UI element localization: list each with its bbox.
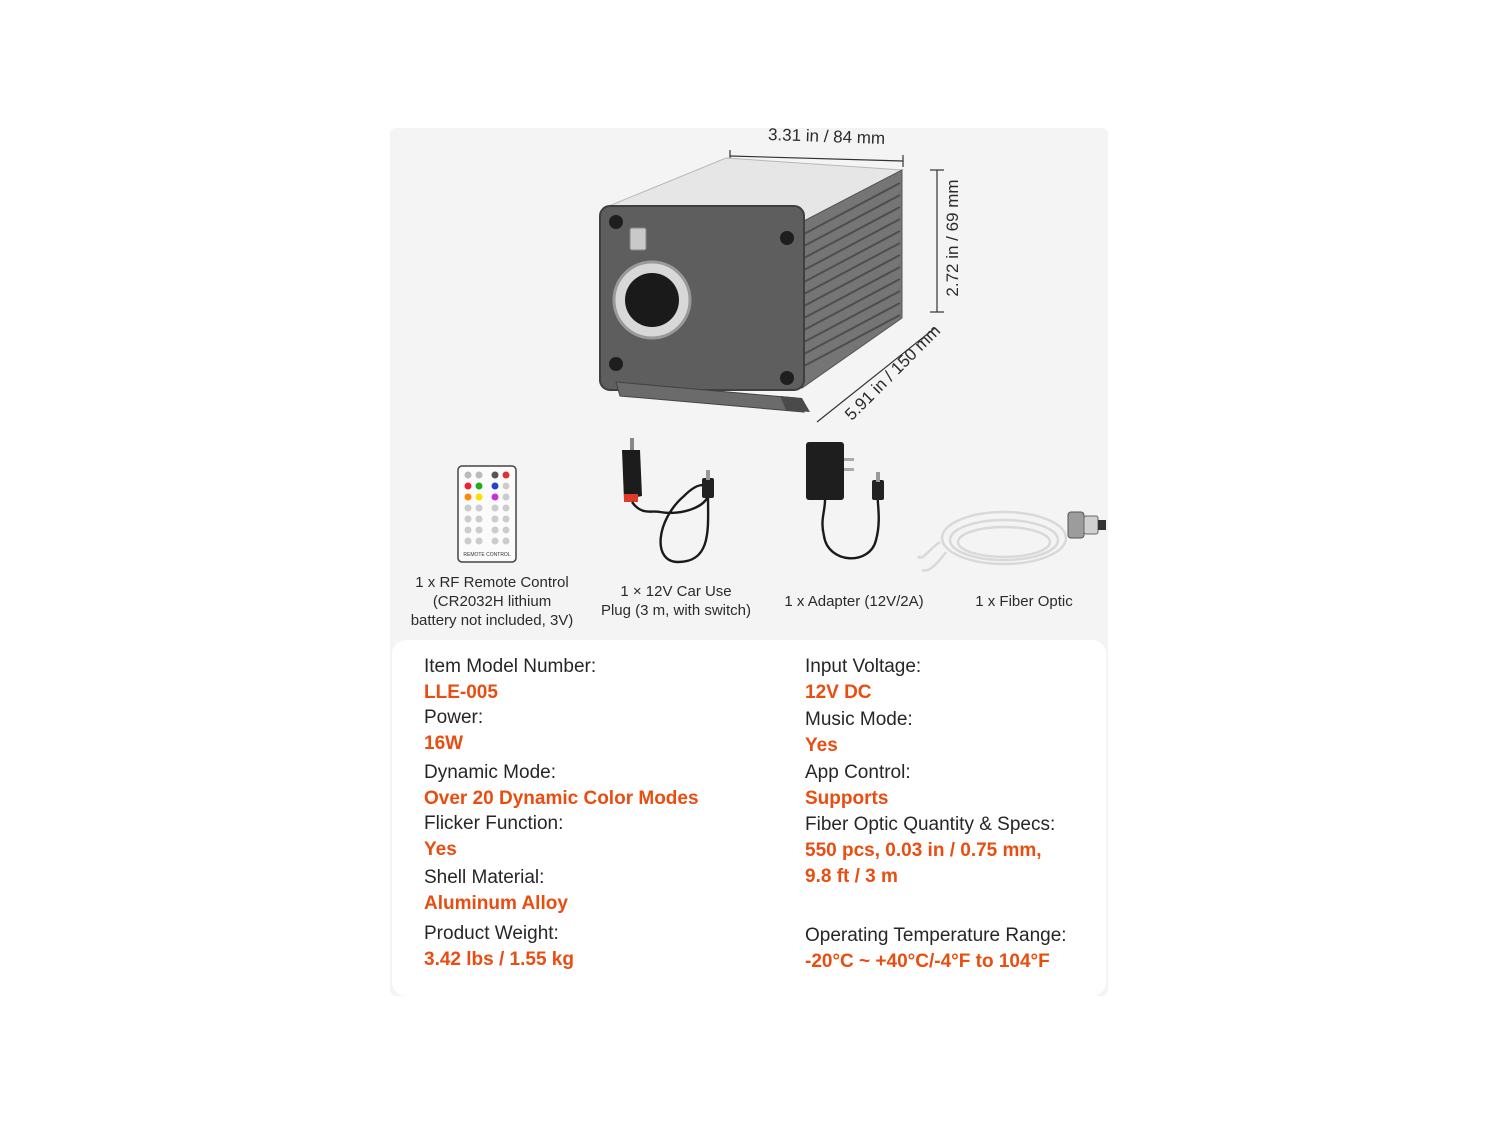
spec-label: Fiber Optic Quantity & Specs: xyxy=(805,814,1056,835)
light-engine-image xyxy=(599,150,944,423)
accessory-label-car-plug: 1 × 12V Car Use Plug (3 m, with switch) xyxy=(600,583,752,619)
spec-label: Music Mode: xyxy=(805,709,913,730)
spec-label: Dynamic Mode: xyxy=(424,762,556,783)
spec-value: LLE-005 xyxy=(424,682,498,703)
spec-value: 3.42 lbs / 1.55 kg xyxy=(424,949,574,970)
spec-label: Item Model Number: xyxy=(424,656,597,677)
spec-value: Yes xyxy=(805,735,838,756)
spec-model: Item Model Number: LLE-005 xyxy=(424,654,596,706)
spec-power: Power: 16W xyxy=(424,705,483,757)
spec-label: App Control: xyxy=(805,762,911,783)
remote-control-text: REMOTE CONTROL xyxy=(463,552,510,558)
accessory-label-fiber: 1 x Fiber Optic xyxy=(975,593,1073,610)
spec-shell-material: Shell Material: Aluminum Alloy xyxy=(424,865,568,917)
spec-dynamic-mode: Dynamic Mode: Over 20 Dynamic Color Mode… xyxy=(424,760,699,812)
spec-value: Yes xyxy=(424,839,457,860)
spec-label: Flicker Function: xyxy=(424,813,564,834)
spec-value: Aluminum Alloy xyxy=(424,893,568,914)
dimension-width: 3.31 in / 84 mm xyxy=(767,124,886,149)
spec-flicker: Flicker Function: Yes xyxy=(424,811,563,863)
accessory-label-remote: 1 x RF Remote Control (CR2032H lithium b… xyxy=(410,574,574,629)
spec-fiber-optic: Fiber Optic Quantity & Specs: 550 pcs, 0… xyxy=(805,812,1055,890)
spec-value: 550 pcs, 0.03 in / 0.75 mm, xyxy=(805,840,1042,861)
spec-value: -20°C ~ +40°C/-4°F to 104°F xyxy=(805,951,1050,972)
spec-value: 12V DC xyxy=(805,682,872,703)
fiber-optic-icon xyxy=(916,510,1106,572)
spec-value: Supports xyxy=(805,788,889,809)
power-adapter-icon xyxy=(806,442,884,560)
spec-input-voltage: Input Voltage: 12V DC xyxy=(805,654,921,706)
spec-value: Over 20 Dynamic Color Modes xyxy=(424,788,699,809)
spec-weight: Product Weight: 3.42 lbs / 1.55 kg xyxy=(424,921,574,973)
accessory-label-adapter: 1 x Adapter (12V/2A) xyxy=(784,593,924,610)
spec-operating-temperature: Operating Temperature Range: -20°C ~ +40… xyxy=(805,923,1067,975)
spec-label: Shell Material: xyxy=(424,867,545,888)
spec-label: Product Weight: xyxy=(424,923,559,944)
spec-label: Operating Temperature Range: xyxy=(805,925,1067,946)
car-plug-icon xyxy=(622,438,714,564)
spec-label: Input Voltage: xyxy=(805,656,922,677)
specs-panel xyxy=(392,640,1106,996)
spec-app-control: App Control: Supports xyxy=(805,760,911,812)
spec-value: 16W xyxy=(424,733,464,754)
spec-music-mode: Music Mode: Yes xyxy=(805,707,913,759)
spec-value-line2: 9.8 ft / 3 m xyxy=(805,866,898,887)
spec-label: Power: xyxy=(424,707,484,728)
remote-control-icon: REMOTE CONTROL xyxy=(457,465,517,563)
